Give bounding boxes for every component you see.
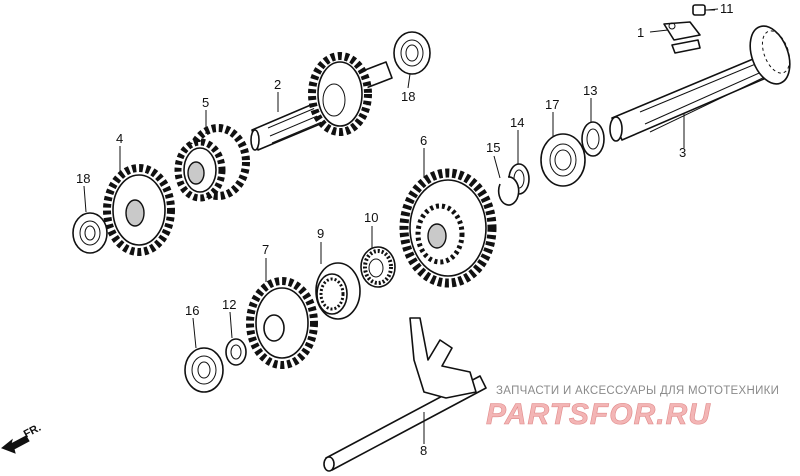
part-5-gear xyxy=(174,124,250,202)
part-10-needle-bearing xyxy=(360,246,396,288)
callout-18-upper: 18 xyxy=(401,89,415,104)
part-13-washer xyxy=(581,121,605,157)
watermark-tagline: ЗАПЧАСТИ И АКСЕССУАРЫ ДЛЯ МОТОТЕХНИКИ xyxy=(496,385,779,397)
part-18-bearing-left xyxy=(72,212,108,254)
callout-2: 2 xyxy=(274,77,281,92)
callout-9: 9 xyxy=(317,226,324,241)
front-direction-indicator: FR. xyxy=(1,422,43,454)
callout-18-left: 18 xyxy=(76,171,90,186)
part-17-bearing xyxy=(540,133,586,187)
part-3-bevel-gear xyxy=(749,25,791,85)
callout-8: 8 xyxy=(420,443,427,458)
callout-15: 15 xyxy=(486,140,500,155)
callout-5: 5 xyxy=(202,95,209,110)
callout-12: 12 xyxy=(222,297,236,312)
callout-11: 11 xyxy=(720,1,734,16)
part-16-bearing xyxy=(184,347,224,393)
callout-17: 17 xyxy=(545,97,559,112)
part-15-circlip xyxy=(497,176,520,206)
callout-13: 13 xyxy=(583,83,597,98)
watermark: ЗАПЧАСТИ И АКСЕССУАРЫ ДЛЯ МОТОТЕХНИКИ PA… xyxy=(486,385,779,431)
callout-10: 10 xyxy=(364,210,378,225)
part-12-washer xyxy=(225,338,247,366)
part-2-gear xyxy=(308,52,372,136)
part-1-stopper-plate xyxy=(663,21,701,54)
callout-14: 14 xyxy=(510,115,524,130)
part-9-bushing xyxy=(315,262,361,320)
part-7-gear xyxy=(246,277,318,369)
part-3-countershaft xyxy=(609,25,791,142)
part-18-bearing-upper xyxy=(393,31,431,75)
callout-3: 3 xyxy=(679,145,686,160)
callout-1: 1 xyxy=(637,25,644,40)
front-arrow-icon xyxy=(1,435,30,454)
callout-4: 4 xyxy=(116,131,123,146)
callout-labels: 1 2 3 4 5 6 7 8 9 10 11 12 13 14 15 16 1… xyxy=(76,1,734,458)
part-4-gear xyxy=(103,164,175,256)
watermark-brand: PARTSFOR.RU xyxy=(486,398,711,431)
part-8-shift-fork xyxy=(323,317,487,472)
callout-6: 6 xyxy=(420,133,427,148)
leader-lines xyxy=(83,8,719,444)
part-2-mainshaft xyxy=(250,52,393,151)
callout-16: 16 xyxy=(185,303,199,318)
front-label: FR. xyxy=(22,422,43,441)
part-6-gear xyxy=(399,168,497,288)
callout-7: 7 xyxy=(262,242,269,257)
